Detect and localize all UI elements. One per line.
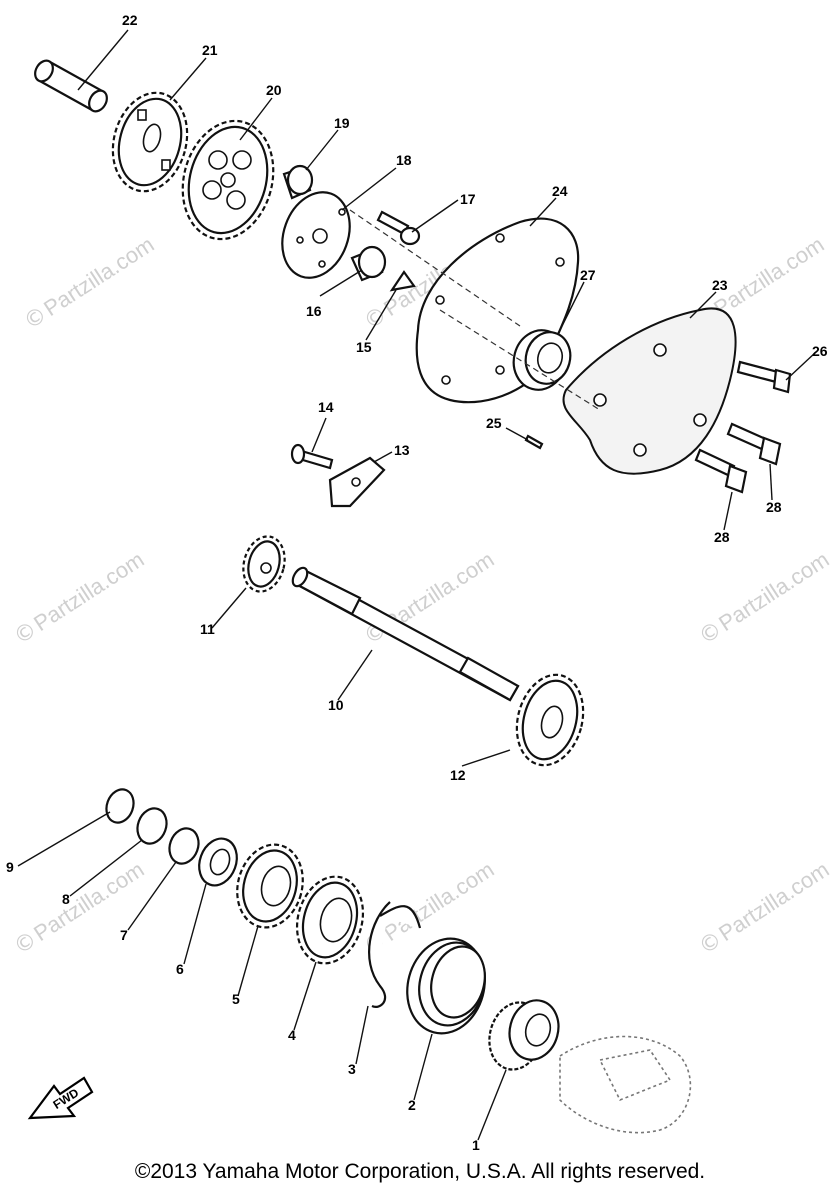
watermark: © Partzilla.com xyxy=(695,547,834,650)
watermark: © Partzilla.com xyxy=(695,857,834,960)
callout-2: 2 xyxy=(408,1097,416,1113)
part-23-housing xyxy=(562,307,737,475)
svg-text:Partzilla.com: Partzilla.com xyxy=(379,857,498,947)
callout-19: 19 xyxy=(334,115,350,131)
part-12-gear xyxy=(515,673,585,767)
alignment-line xyxy=(439,309,601,411)
callout-20: 20 xyxy=(266,82,282,98)
part-1-ratchet xyxy=(488,999,560,1071)
callout-21: 21 xyxy=(202,42,218,58)
callout-24: 24 xyxy=(552,183,568,199)
copyright-notice: ©2013 Yamaha Motor Corporation, U.S.A. A… xyxy=(134,1160,706,1183)
part-7-circlip xyxy=(168,827,200,865)
watermark: © Partzilla.com xyxy=(20,232,159,335)
callout-16: 16 xyxy=(306,303,322,319)
part-28-bolt-upper xyxy=(726,422,782,466)
part-19-collar xyxy=(282,164,314,200)
part-5-gear xyxy=(236,843,304,929)
part-16-collar xyxy=(350,245,387,282)
part-2-spring xyxy=(406,937,486,1035)
callout-18: 18 xyxy=(396,152,412,168)
part-25-pin xyxy=(524,434,544,450)
callout-15: 15 xyxy=(356,339,372,355)
callout-5: 5 xyxy=(232,991,240,1007)
svg-text:Partzilla.com: Partzilla.com xyxy=(714,547,833,637)
callout-17: 17 xyxy=(460,191,476,207)
svg-text:Partzilla.com: Partzilla.com xyxy=(29,547,148,637)
callout-23: 23 xyxy=(712,277,728,293)
part-13-plate xyxy=(328,456,386,508)
leader-lines xyxy=(17,29,817,1141)
callout-13: 13 xyxy=(394,442,410,458)
callout-7: 7 xyxy=(120,927,128,943)
part-3-spring-clip xyxy=(368,901,422,1008)
part-28-bolt-lower xyxy=(694,448,748,494)
svg-text:Partzilla.com: Partzilla.com xyxy=(39,232,158,322)
callout-12: 12 xyxy=(450,767,466,783)
svg-text:Partzilla.com: Partzilla.com xyxy=(714,857,833,947)
fwd-direction-arrow: FWD xyxy=(27,1076,94,1120)
part-18-plate xyxy=(281,191,351,279)
part-14-bolt xyxy=(290,443,334,470)
part-4-gear xyxy=(295,875,365,965)
callout-9: 9 xyxy=(6,859,14,875)
watermark: © Partzilla.com xyxy=(10,857,149,960)
callout-8: 8 xyxy=(62,891,70,907)
callout-11: 11 xyxy=(200,621,215,637)
callout-14: 14 xyxy=(318,399,334,415)
callout-25: 25 xyxy=(486,415,502,431)
callout-3: 3 xyxy=(348,1061,356,1077)
callout-10: 10 xyxy=(328,697,344,713)
alignment-line xyxy=(349,209,521,327)
part-26-bolt xyxy=(736,360,792,394)
part-22-pin xyxy=(34,59,108,113)
callout-4: 4 xyxy=(288,1027,296,1043)
svg-text:Partzilla.com: Partzilla.com xyxy=(29,857,148,947)
part-11-gear xyxy=(242,535,286,593)
callout-28-a: 28 xyxy=(766,499,782,515)
part-6-washer xyxy=(198,837,238,887)
part-10-shaft xyxy=(291,566,520,702)
callout-22: 22 xyxy=(122,12,138,28)
part-9-circlip xyxy=(105,788,135,824)
callout-27: 27 xyxy=(580,267,596,283)
part-21-gear xyxy=(111,91,189,193)
callout-28-b: 28 xyxy=(714,529,730,545)
callouts: 22 21 20 19 18 17 24 27 23 26 16 15 14 1… xyxy=(6,12,828,1153)
part-17-bolt xyxy=(376,210,421,246)
watermark: © Partzilla.com xyxy=(360,547,499,650)
ghost-mating-part xyxy=(559,1035,692,1134)
callout-26: 26 xyxy=(812,343,828,359)
callout-1: 1 xyxy=(472,1137,480,1153)
part-20-gear xyxy=(181,119,275,241)
part-8-circlip xyxy=(136,807,168,845)
part-15-clip xyxy=(389,270,416,292)
watermark: © Partzilla.com xyxy=(10,547,149,650)
callout-6: 6 xyxy=(176,961,184,977)
